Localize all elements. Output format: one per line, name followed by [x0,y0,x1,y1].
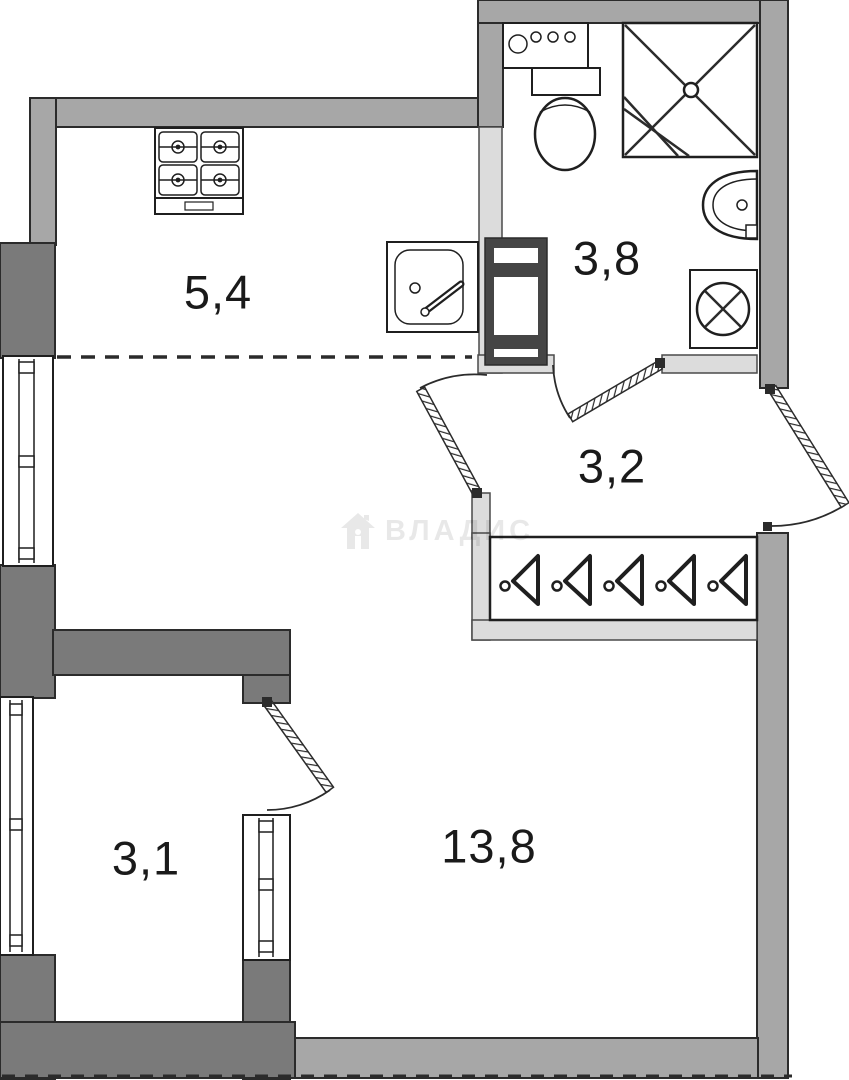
balcony-window-icon [0,696,34,956]
wall-left-block-middle [0,564,56,699]
wall-kitchen-balcony [52,629,291,676]
wall-right-lower [756,532,789,1079]
wall-bathroom-top [477,0,789,24]
wall-kitchen-left-upper [29,97,57,246]
partition-bathroom-bottom-right [661,354,758,374]
wardrobe-hanger-icon [707,554,748,606]
wall-balcony-bottom [0,1021,296,1079]
duct-shaft-icon [484,237,548,366]
door-swing-icon [763,384,849,531]
house-icon [341,513,375,549]
door-swing-icon [552,358,665,423]
balcony-area-label: 3,1 [111,831,181,885]
hallway-area-label: 3,2 [577,439,647,493]
wardrobe-hanger-icon [655,554,696,606]
watermark-text: ВЛАДИС [385,514,535,547]
wardrobe-hanger-icon [603,554,644,606]
doors [262,358,849,811]
windows [0,355,291,961]
washer-counter-icon [502,22,589,69]
watermark: ВЛАДИС [340,512,534,550]
wall-right-upper [759,0,789,389]
kitchen-window-icon [2,355,54,567]
kitchen-area-label: 5,4 [183,265,253,319]
stove-icon [154,127,244,215]
wardrobe-hanger-icon [499,554,540,606]
door-swing-icon [262,697,335,811]
balcony-door-window-icon [242,814,291,961]
door-swing-icon [415,373,488,498]
kitchen-sink-icon [386,241,479,333]
wardrobe [488,535,759,622]
bathroom-sink-icon [701,169,759,241]
shower-cabin-icon [621,21,759,159]
washing-machine-icon [689,269,758,349]
bathroom-area-label: 3,8 [572,231,642,285]
walls [0,0,789,1080]
wall-bathroom-left-upper [477,22,504,128]
fixtures [154,21,759,622]
toilet-icon [531,67,601,172]
wall-left-block-upper [0,242,56,359]
partition-wardrobe-bottom [471,619,758,641]
living-room-area-label: 13,8 [441,819,537,873]
wardrobe-hanger-icon [551,554,592,606]
wall-bottom-main [287,1037,759,1079]
wall-kitchen-top [29,97,481,128]
